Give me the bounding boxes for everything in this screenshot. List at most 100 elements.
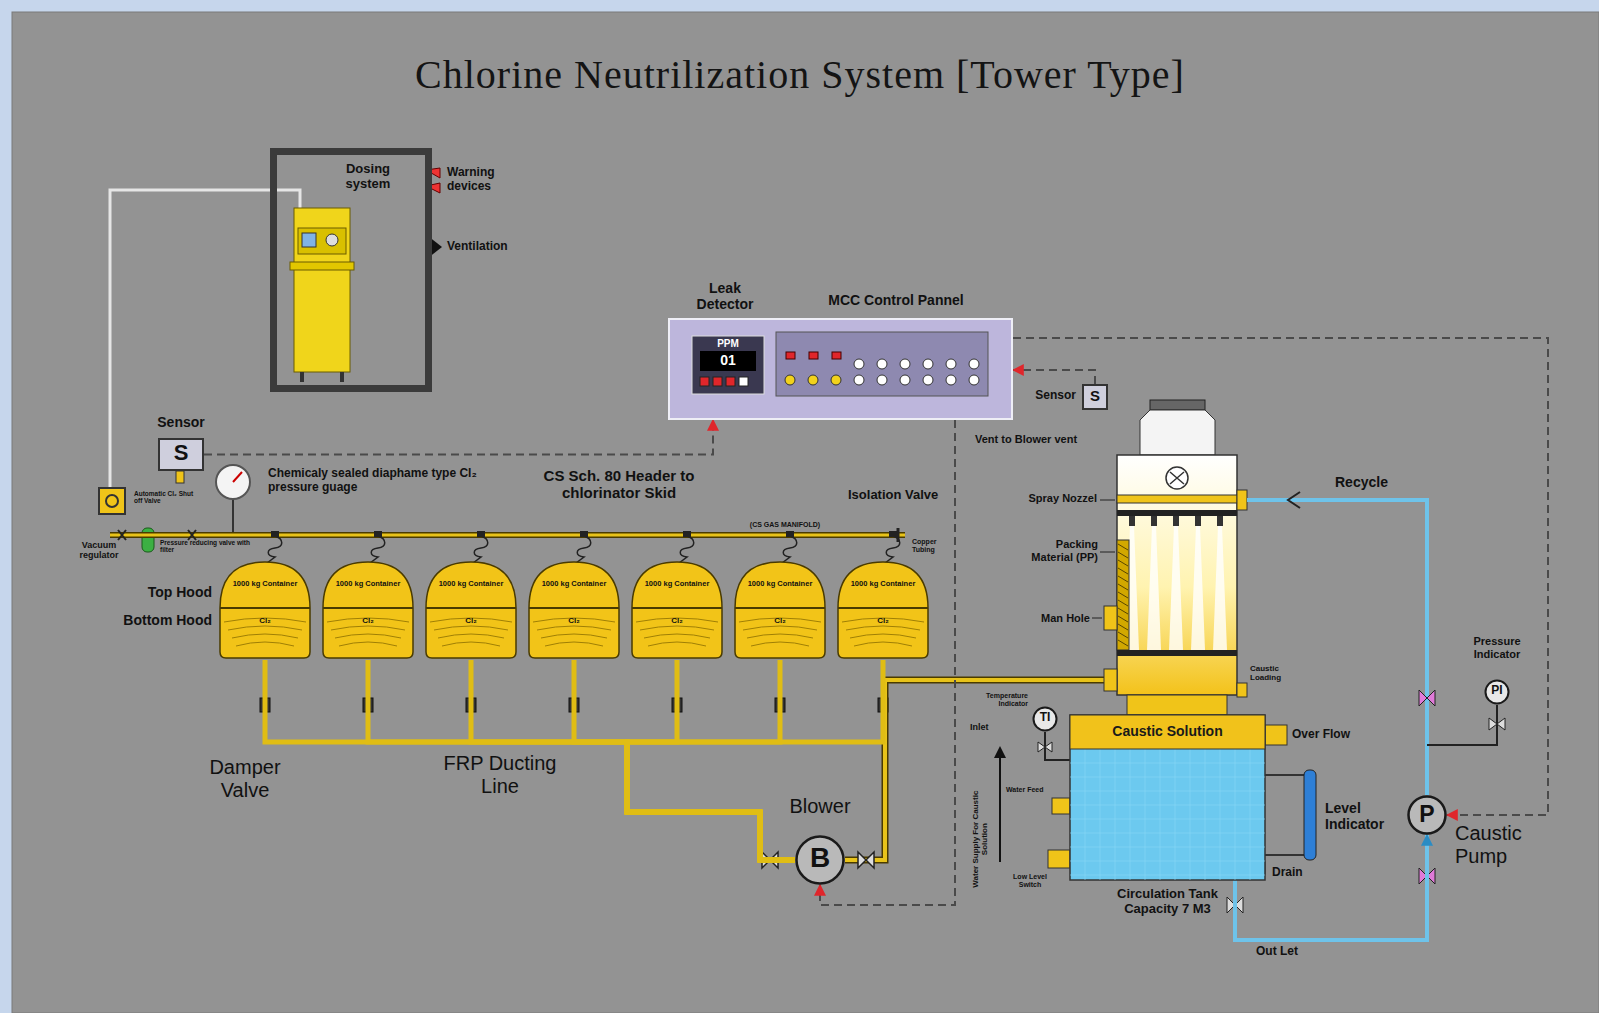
node-subtext: Temperature Indicator — [978, 692, 1028, 708]
part-label: Over Flow — [1292, 728, 1362, 742]
hood-seam — [529, 607, 619, 609]
circle-node: PCaustic Pump — [1407, 795, 1447, 835]
node-shape — [321, 560, 415, 660]
cabinet-leg — [300, 372, 304, 382]
caustic-band — [1070, 715, 1265, 749]
hood-seam — [220, 607, 310, 609]
node-subtext: Cl₂ — [557, 616, 591, 625]
circle-node: BBlower — [795, 835, 845, 885]
tank-grid — [1190, 749, 1191, 880]
spray-nozzle — [1195, 516, 1201, 526]
container-hatch — [438, 634, 504, 638]
tank-grid — [1100, 749, 1101, 880]
leader-line — [1100, 500, 1115, 501]
node-subtext: Circulation Tank Capacity 7 M3 — [1105, 887, 1230, 917]
container-hatch — [537, 626, 611, 630]
loading-nozzle — [1237, 683, 1247, 697]
container-hatch — [331, 626, 405, 630]
part-label: Vent to Blower vent — [975, 433, 1110, 446]
water-feed-nozzle — [1052, 798, 1070, 814]
overflow-nozzle — [1265, 725, 1287, 745]
node-subtext: Cl₂ — [660, 616, 694, 625]
part-label: Bottom Hood — [96, 612, 212, 628]
spray-jet — [1213, 526, 1227, 650]
node-shape — [836, 560, 930, 660]
node-subtext: Blower — [779, 795, 861, 818]
part-label: Copper Tubing — [912, 538, 948, 554]
copper-tubing — [576, 536, 591, 563]
packing-hatch — [1118, 552, 1128, 558]
button — [831, 375, 841, 385]
sensor-node: SensorS — [158, 438, 204, 471]
dome-node: 1000 kg ContainerCl₂ — [218, 560, 312, 660]
node-shape — [424, 560, 518, 660]
tank-grid — [1070, 875, 1265, 876]
tank-grid — [1070, 805, 1265, 806]
chlorine-container — [838, 562, 928, 658]
dome-node: 1000 kg ContainerCl₂ — [630, 560, 724, 660]
part-label: Drain — [1272, 866, 1320, 880]
container-hatch — [434, 626, 508, 630]
tank-grid — [1085, 749, 1086, 880]
inlet-valve — [1038, 742, 1052, 752]
button — [900, 359, 910, 369]
node-text: Sensor — [148, 414, 214, 430]
packing-hatch — [1118, 640, 1128, 646]
flow-arrow — [1288, 492, 1300, 508]
button — [900, 375, 910, 385]
sensor-node: SensorS — [1082, 384, 1108, 410]
copper-tubing — [885, 536, 900, 563]
cabinet-display — [302, 233, 316, 247]
container-hatch — [751, 642, 809, 646]
container-hatch — [339, 642, 397, 646]
container-hatch — [545, 642, 603, 646]
part-label: Pressure reducing valve with filter — [160, 539, 255, 554]
part-label: Top Hood — [128, 584, 212, 600]
node-shape — [527, 560, 621, 660]
node-text: Leak Detector — [680, 280, 770, 312]
part-label: Chemicaly sealed diaphame type Cl₂ press… — [268, 467, 488, 495]
tank-grid — [1070, 791, 1265, 792]
tap-valve — [580, 531, 588, 537]
dosing-cabinet — [294, 208, 350, 372]
part-label: (CS GAS MANIFOLD) — [735, 521, 835, 529]
leader-line — [1092, 618, 1102, 619]
button — [969, 375, 979, 385]
lamp — [809, 352, 818, 359]
node-subtext: S — [158, 440, 204, 465]
dome-node: 1000 kg ContainerCl₂ — [733, 560, 827, 660]
signal-line — [1013, 338, 1548, 815]
chlorine-container — [735, 562, 825, 658]
node-subtext: S — [1082, 387, 1108, 404]
part-label: FRP Ducting Line — [425, 752, 575, 798]
packing-hatch — [1118, 576, 1128, 582]
chlorine-container — [426, 562, 516, 658]
part-label: Man Hole — [1026, 612, 1090, 625]
inlet-arrow — [994, 746, 1006, 758]
packing-hatch — [1118, 624, 1128, 630]
part-label: Caustic Loading — [1250, 664, 1300, 682]
room-wall — [274, 152, 429, 389]
circle2-node: TITemperature Indicator — [1032, 706, 1058, 732]
tank-grid — [1070, 763, 1265, 764]
sensor-box — [159, 439, 203, 470]
manifold-valve — [118, 530, 196, 540]
spray-nozzle — [1217, 516, 1223, 526]
part-label: Damper Valve — [185, 756, 305, 802]
cabinet-panel — [298, 228, 346, 254]
tank-node: Caustic SolutionCirculation Tank Capacit… — [1070, 715, 1265, 880]
container-hatch — [648, 642, 706, 646]
packing-hatch — [1118, 632, 1128, 638]
pressure-gauge — [216, 465, 250, 499]
node-shape — [1070, 715, 1265, 880]
part-label: CS Sch. 80 Header to chlorinator Skid — [528, 467, 710, 502]
button — [969, 359, 979, 369]
copper-tubing — [782, 536, 797, 563]
button — [946, 375, 956, 385]
container-hatch — [854, 642, 912, 646]
node-subtext: MCC Control Pannel — [786, 292, 1006, 308]
packing-hatch — [1118, 584, 1128, 590]
node-subtext: Cl₂ — [763, 616, 797, 625]
level-switch — [1048, 850, 1070, 868]
copper-tubing — [473, 536, 488, 563]
